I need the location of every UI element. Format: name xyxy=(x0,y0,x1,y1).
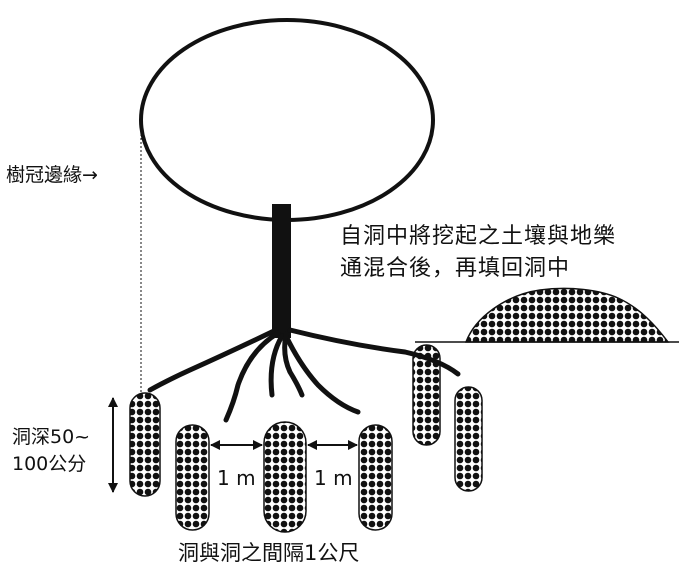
soil-mix-label-line1: 自洞中將挖起之土壤與地樂 xyxy=(340,224,617,249)
soil-mix-label-line2: 通混合後，再填回洞中 xyxy=(340,256,571,281)
hole-spacing-caption: 洞與洞之間隔1公尺 xyxy=(178,541,360,565)
planting-holes xyxy=(129,344,483,533)
soil-mix-pile xyxy=(464,287,670,343)
crown-edge-label: 樹冠邊緣→ xyxy=(6,164,98,186)
hole-right-2 xyxy=(454,386,483,492)
spacing-label-left: 1 m xyxy=(217,466,256,490)
spacing-label-right: 1 m xyxy=(314,466,353,490)
hole-1 xyxy=(175,424,210,531)
depth-label-line1: 洞深50~ xyxy=(12,426,91,448)
hole-3 xyxy=(358,424,393,531)
tree-roots xyxy=(147,327,461,423)
depth-label-line2: 100公分 xyxy=(12,453,87,475)
hole-2 xyxy=(263,421,307,533)
tree-crown xyxy=(139,18,435,222)
hole-right-1 xyxy=(412,344,441,446)
hole-crown-edge xyxy=(129,392,161,497)
tree-trunk xyxy=(272,204,291,338)
